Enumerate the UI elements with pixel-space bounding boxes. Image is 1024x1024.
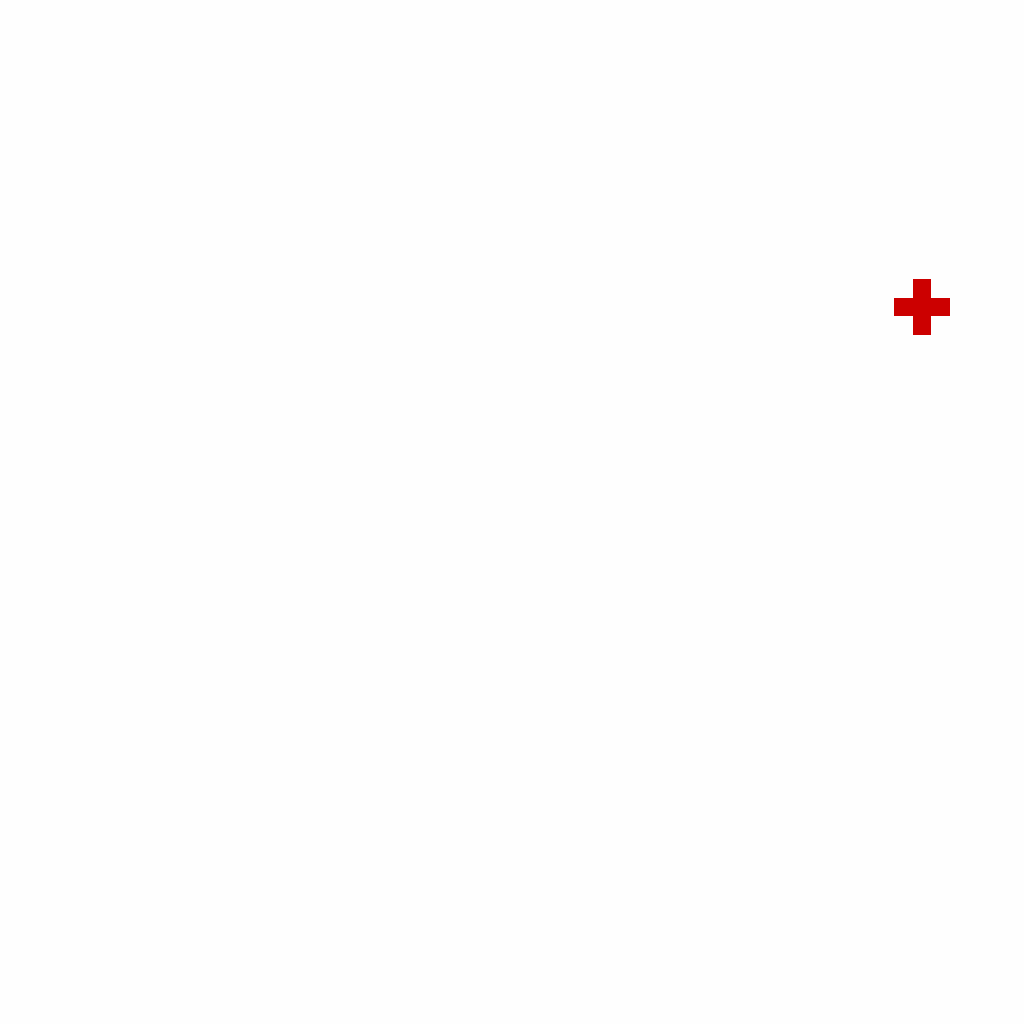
plus-icon[interactable]	[894, 279, 950, 335]
plus-icon-horizontal-bar	[894, 298, 950, 316]
